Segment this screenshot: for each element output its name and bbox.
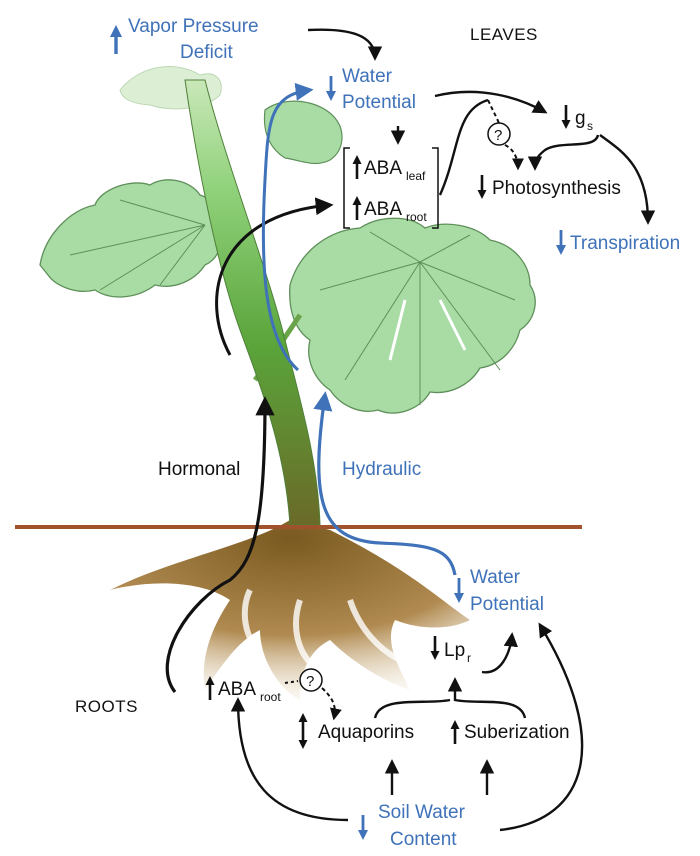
wp-root-down-arrow-icon [454,578,464,603]
aba-leaf-label: ABA [364,158,402,179]
aqp-sub-to-lpr-arrow [375,680,525,718]
lpr-sub: r [467,651,471,665]
aba-root-leaf-label: ABA [364,199,402,220]
transpiration-label: Transpiration [570,233,680,254]
vpd-label-line2: Deficit [180,42,234,63]
lpr-to-wp-arrow [482,635,512,672]
left-leaf-shape [40,180,221,297]
aba-root-label: ABA [218,679,256,700]
aquaporins-label: Aquaporins [318,722,414,743]
suberization-up-arrow-icon [451,720,460,744]
lpr-down-arrow-icon [431,636,440,660]
vpd-up-arrow-icon [110,25,122,54]
gs-sub: s [587,119,593,133]
wp-root-label-line1: Water [470,567,521,588]
wp-leaf-down-arrow-icon [326,76,336,101]
hormonal-label: Hormonal [158,459,240,480]
aba-leaf-up-arrow-icon [353,155,362,179]
q-to-photo-arrow [505,145,518,168]
plant-illustration [40,67,535,700]
roots-label: ROOTS [75,697,138,716]
suberization-label: Suberization [464,722,570,743]
leaves-label: LEAVES [470,25,538,44]
gs-down-arrow-icon [562,105,571,129]
swc-label-line1: Soil Water [378,802,466,823]
question-mark-leaf: ? [494,127,502,144]
q-to-aqp-dashed [322,688,335,718]
wp-leaf-label-line2: Potential [342,92,416,113]
up-down-arrow-icon [299,713,308,749]
aba-root-up-arrow-icon [353,196,362,220]
question-mark-roots: ? [306,673,314,690]
aba-root-leaf-sub: root [406,210,427,224]
aba-root-sub: root [260,690,281,704]
right-leaf-shape [290,218,536,413]
gs-label: g [575,108,586,129]
photo-down-arrow-icon [478,175,487,199]
vpd-label-line1: Vapor Pressure [128,16,259,37]
lpr-label: Lp [444,640,465,661]
swc-label-line2: Content [390,829,457,850]
swc-to-aba-arrow [238,700,348,820]
transp-down-arrow-icon [556,230,566,255]
swc-down-arrow-icon [358,815,368,840]
wp-root-label-line2: Potential [470,594,544,615]
photosynthesis-label: Photosynthesis [492,178,621,199]
hydraulic-label: Hydraulic [342,459,421,480]
wp-leaf-label-line1: Water [342,66,393,87]
vpd-to-wp-arrow [308,30,375,58]
gs-to-photo-arrow [535,135,598,168]
aba-leaf-sub: leaf [406,169,426,183]
